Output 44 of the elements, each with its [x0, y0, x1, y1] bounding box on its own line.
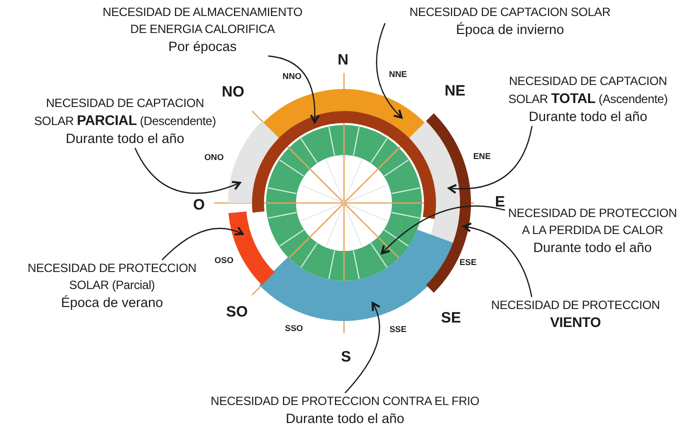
- callout-heading: NECESIDAD DE CAPTACION SOLAR PARCIAL (Descendente): [33, 95, 217, 130]
- leader-arrow: [376, 23, 403, 119]
- compass-point-label: NE: [444, 82, 466, 100]
- leader-arrow: [344, 302, 380, 394]
- compass-point-label: NO: [222, 84, 244, 100]
- callout-heading: NECESIDAD DE PROTECCION CONTRA EL FRIO: [210, 393, 480, 410]
- leader-arrow: [462, 222, 532, 298]
- leader-arrow: [380, 206, 506, 254]
- leader-arrow: [134, 148, 241, 194]
- compass-point-label: ENE: [473, 151, 491, 161]
- compass-point-label: SSE: [390, 324, 406, 334]
- callout-heading: NECESIDAD DE PROTECCION A LA PERDIDA DE CALOR: [507, 205, 678, 239]
- compass-point-label: E: [495, 194, 505, 210]
- compass-point-label: NNO: [282, 71, 302, 81]
- arc-band: [252, 111, 436, 219]
- callout-note: Durante todo el año: [64, 130, 186, 148]
- compass-point-label: SE: [441, 310, 461, 326]
- compass-point-label: ESE: [460, 257, 476, 267]
- leader-arrow: [162, 226, 244, 260]
- arc-band: [228, 120, 279, 203]
- callout-note: Por épocas: [167, 38, 238, 56]
- callout-heading: NECESIDAD DE PROTECCION SOLAR (Parcial): [26, 260, 198, 294]
- callout-note: Durante todo el año: [528, 108, 648, 126]
- callout-note: Durante todo el año: [284, 410, 406, 428]
- callout-heading: NECESIDAD DE ALMACENAMIENTO DE ENERGIA CALORIFICA: [102, 4, 304, 38]
- callout-note: Época de verano: [60, 294, 164, 312]
- compass-point-label: S: [341, 348, 351, 366]
- compass-point-label: OSO: [214, 255, 234, 265]
- compass-point-label: ONO: [204, 152, 224, 162]
- callout-note: Durante todo el año: [532, 239, 653, 257]
- compass-point-label: O: [193, 196, 205, 214]
- callout-heading: NECESIDAD DE PROTECCION VIENTO: [490, 297, 661, 332]
- callout-heading: NECESIDAD DE CAPTACION SOLAR: [408, 4, 612, 21]
- compass-point-label: SSO: [285, 323, 303, 333]
- leader-arrow: [448, 126, 533, 194]
- leader-arrow: [268, 55, 320, 124]
- callout-note: Época de invierno: [454, 21, 566, 39]
- arc-band: [263, 89, 425, 138]
- compass-point-label: N: [338, 52, 348, 68]
- callout-heading: NECESIDAD DE CAPTACION SOLAR TOTAL (Ascendente): [507, 73, 669, 108]
- ring-band: [266, 125, 422, 281]
- arc-band: [409, 120, 460, 243]
- compass-point-label: SO: [226, 304, 248, 320]
- compass-point-label: NNE: [389, 69, 407, 79]
